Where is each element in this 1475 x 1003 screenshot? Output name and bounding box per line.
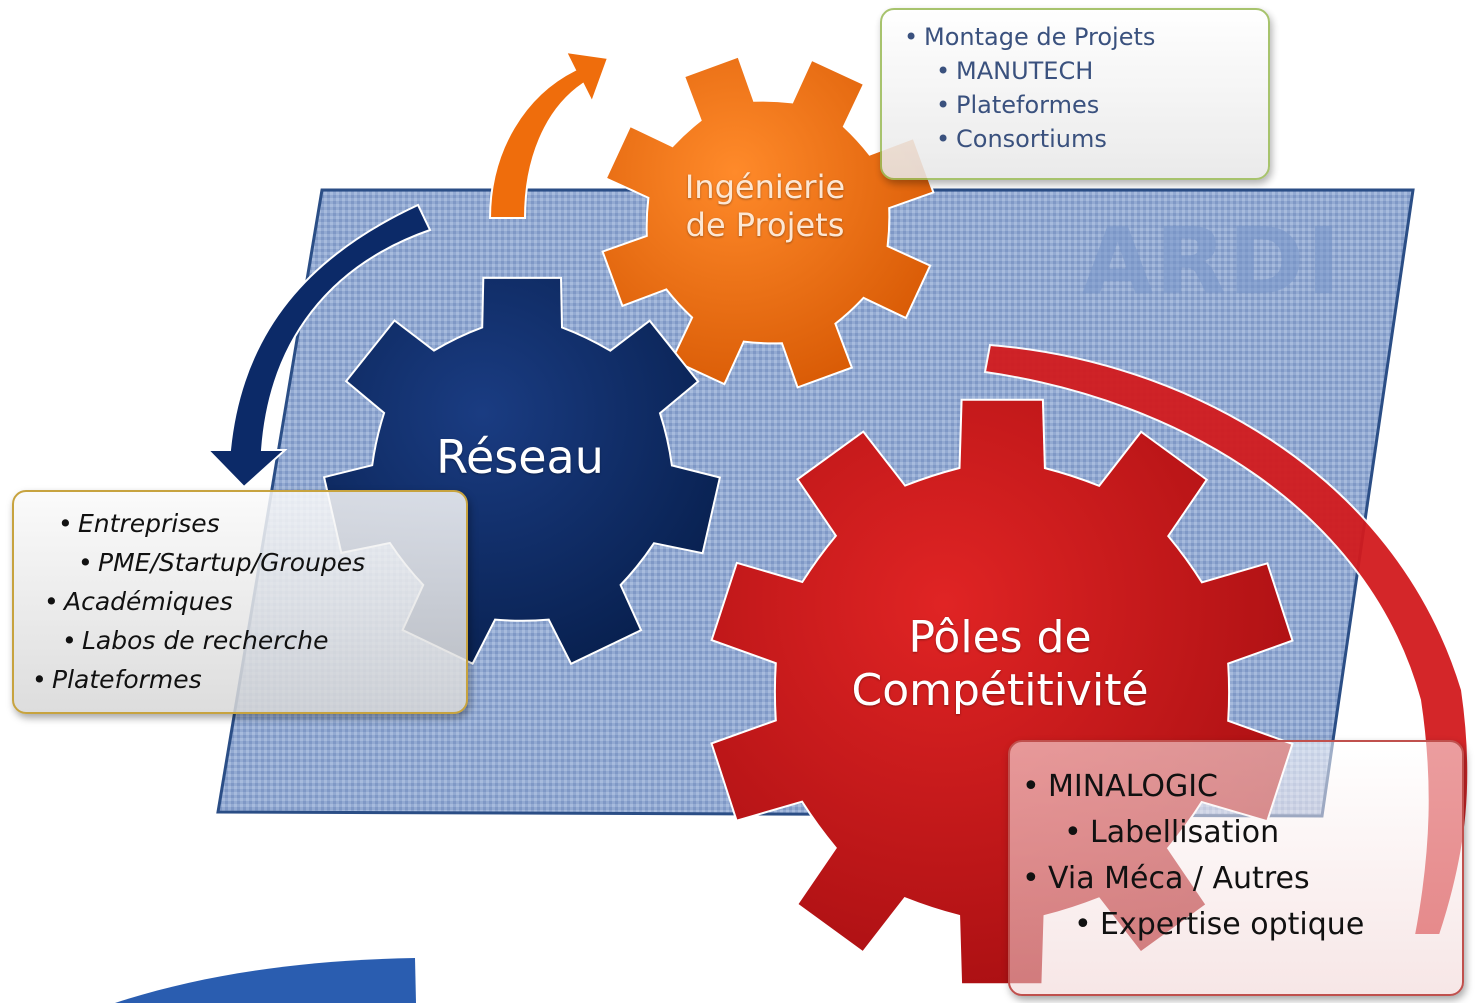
engineering-subitem: •MANUTECH [936,57,1094,85]
poles-label-line2: Compétitivité [851,664,1149,716]
poles-item: •Via Méca / Autres [1022,861,1310,896]
engineering-subitem: •Consortiums [936,125,1107,153]
ardi-watermark: ARDI [1082,208,1343,315]
engineering-cycle-arrow [488,50,610,219]
engineering-gear-label: Ingénierie de Projets [640,168,890,245]
poles-subitem: •Expertise optique [1074,907,1365,942]
network-item: •Entreprises [58,509,220,538]
engineering-label-line1: Ingénierie [684,168,846,206]
engineering-item: •Montage de Projets [904,23,1156,51]
engineering-label-line2: de Projets [685,206,845,245]
poles-label-line1: Pôles de [908,612,1092,663]
network-gear-label: Réseau [436,430,604,484]
network-item: •Académiques [44,587,233,616]
poles-gear-label: Pôles de Compétitivité [820,612,1180,718]
logo-swoosh [115,958,416,1003]
poles-info-box: •MINALOGIC •Labellisation •Via Méca / Au… [1008,740,1464,996]
engineering-subitem: •Plateformes [936,91,1100,119]
engineering-info-box: •Montage de Projets •MANUTECH •Plateform… [880,8,1270,180]
engineering-gear [601,55,935,389]
poles-subitem: •Labellisation [1064,815,1280,850]
network-item: •Plateformes [32,665,202,694]
poles-item: •MINALOGIC [1022,769,1218,804]
network-cycle-arrow [205,203,432,489]
network-info-box: •Entreprises •PME/Startup/Groupes •Acadé… [12,490,468,714]
network-subitem: •PME/Startup/Groupes [78,548,366,577]
network-subitem: •Labos de recherche [62,626,329,655]
